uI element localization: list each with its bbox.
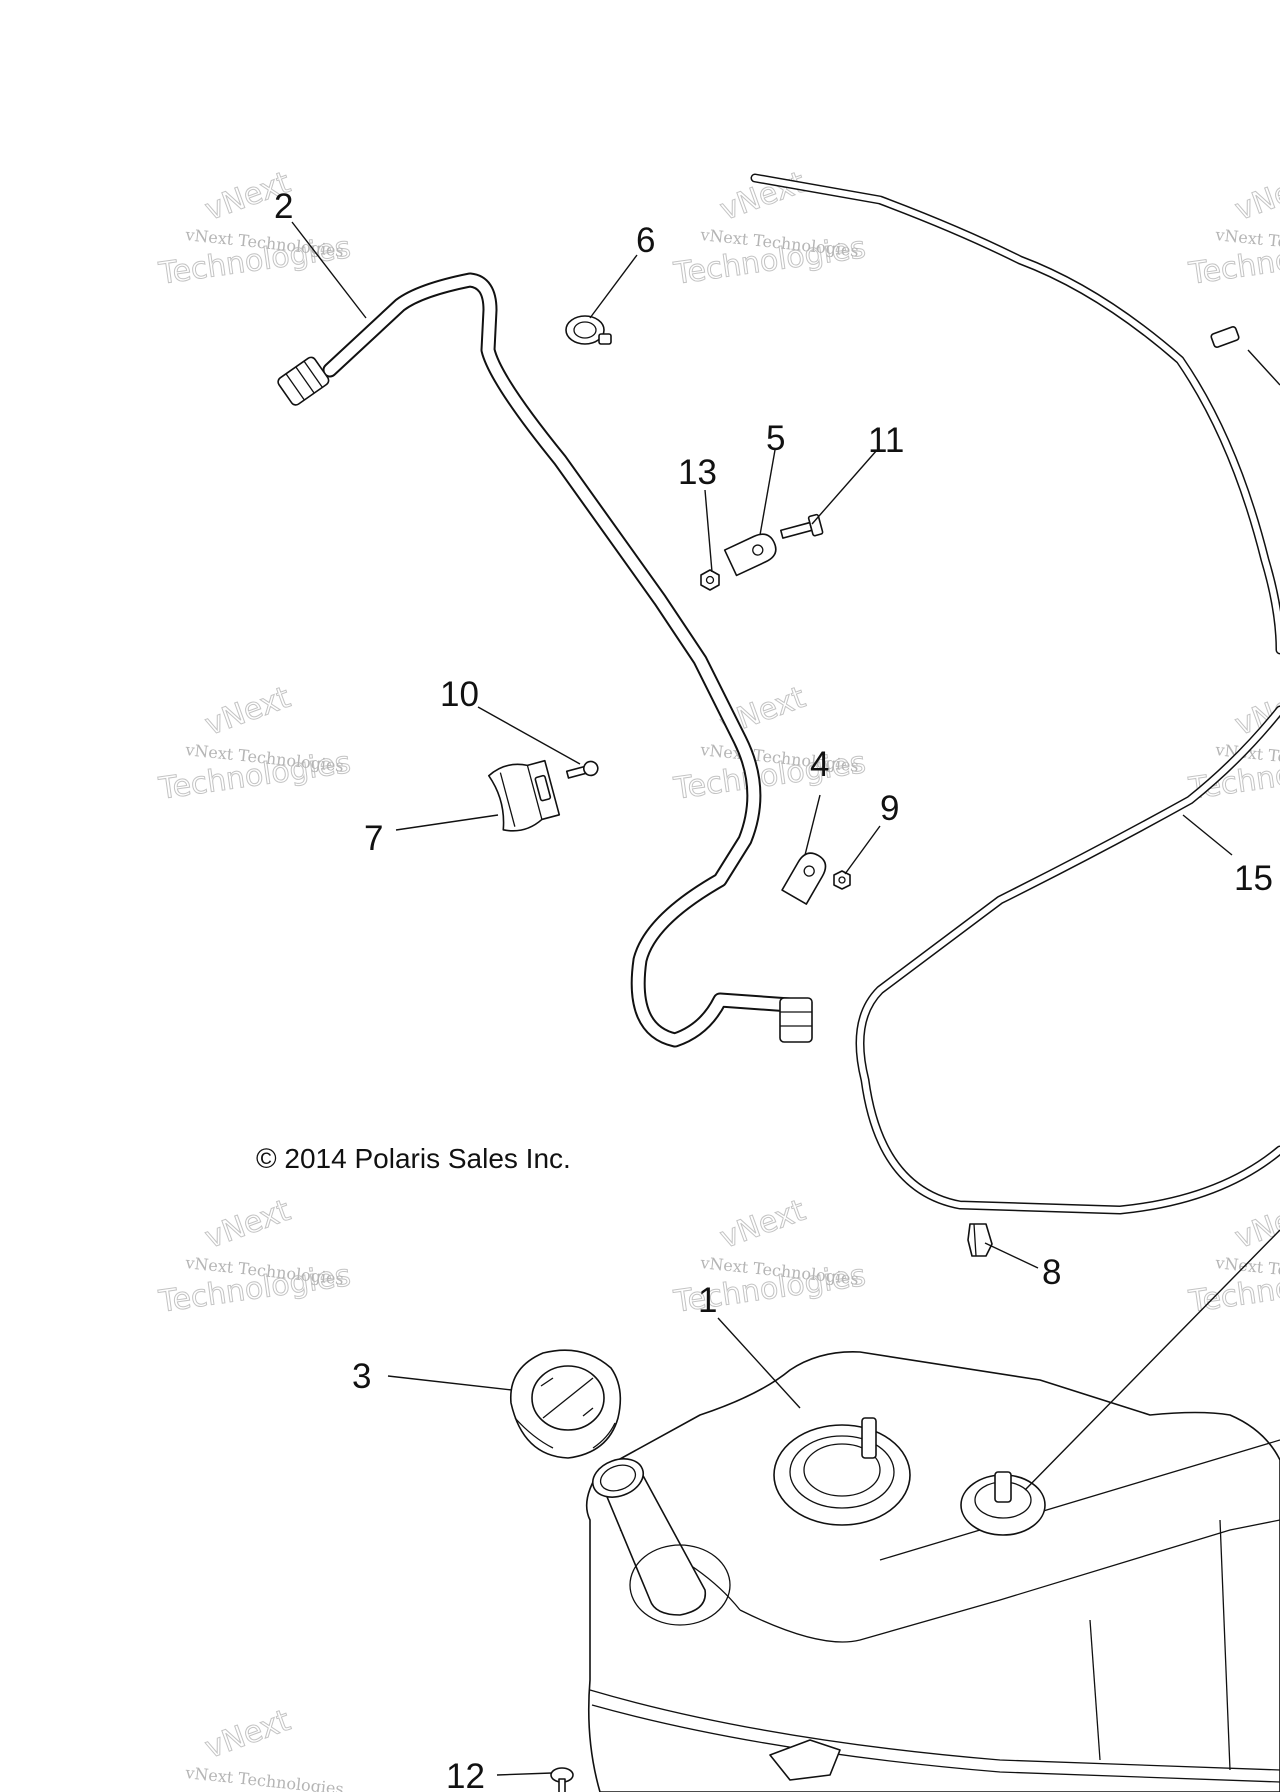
leader-9 [844, 825, 881, 875]
callout-13: 13 [678, 453, 717, 492]
part-13-nut [700, 569, 720, 591]
nut-hex [700, 569, 720, 591]
connector-body [779, 997, 813, 1043]
callout-5: 5 [766, 419, 785, 458]
filler-neck-base [629, 1544, 731, 1626]
tank-body [585, 1351, 1280, 1792]
part-15-vent-hose [750, 173, 1280, 1215]
tank-contour-5 [1219, 1519, 1231, 1771]
watermark: Technologies vNext vNext Technologies [156, 164, 354, 292]
tank-contour-2 [879, 1439, 1280, 1561]
callout-15: 15 [1234, 859, 1273, 898]
leader-5 [759, 449, 776, 536]
watermark-small: vNext [716, 1193, 811, 1256]
leader-15b [1024, 1229, 1280, 1491]
part-11-bolt [779, 513, 824, 539]
part-8-clip [967, 1223, 993, 1257]
fuel-hose-fill [324, 274, 796, 1046]
leader-fitting [1247, 349, 1280, 386]
callouts: 1 2 3 4 5 6 7 8 9 10 11 12 13 15 [274, 187, 1273, 1792]
leader-3 [387, 1375, 513, 1391]
clamp-loop [781, 852, 827, 905]
callout-10: 10 [440, 675, 479, 714]
quick-connector-upper [277, 356, 330, 406]
quick-connector-lower [779, 997, 813, 1043]
callout-8: 8 [1042, 1253, 1061, 1292]
part-2-fuel-hose [277, 272, 813, 1048]
watermark: Technologies vNext vNext Technologies [1186, 164, 1280, 292]
vent-hose-fill [752, 175, 1280, 1213]
watermark: Technologies vNext vNext Technologies [156, 1192, 354, 1320]
leader-15 [1182, 814, 1233, 856]
watermark-small: vNext [201, 1703, 296, 1766]
watermark: vNext vNext Technologies [184, 1702, 345, 1792]
part-1-fuel-tank [585, 1351, 1280, 1792]
part-7-hose-retainer [487, 759, 561, 832]
screw-head [582, 760, 599, 777]
clip-body [967, 1223, 993, 1257]
callout-2: 2 [274, 187, 293, 226]
tank-seam [589, 1689, 1280, 1771]
copyright-notice: © 2014 Polaris Sales Inc. [256, 1143, 571, 1174]
vent-hose-outline [750, 173, 1280, 1215]
bolt-shank [779, 521, 813, 539]
watermark-text: vNext Technologies [184, 1763, 345, 1792]
callout-9: 9 [880, 789, 899, 828]
leader-6 [589, 254, 638, 319]
leader-1 [717, 1317, 801, 1409]
watermark-small: vNext [1231, 165, 1280, 228]
fuel-hose-outline [322, 272, 798, 1048]
clip-ring [565, 315, 605, 345]
callout-7: 7 [364, 819, 383, 858]
connector-body [277, 356, 330, 406]
leader-12 [496, 1772, 553, 1776]
callout-4: 4 [810, 745, 829, 784]
leader-8 [984, 1242, 1039, 1269]
fuel-pump-outlet [861, 1417, 877, 1459]
callout-12: 12 [446, 1757, 485, 1792]
clamp-loop [723, 533, 777, 577]
leader-13 [704, 489, 713, 573]
leader-lines [291, 221, 1280, 1776]
part-3-fuel-cap [510, 1349, 622, 1459]
leader-7 [395, 814, 499, 831]
clip-stem [598, 333, 612, 345]
watermark-small: vNext [201, 680, 296, 743]
leader-11 [811, 449, 878, 525]
bolt-head [807, 513, 824, 537]
watermark-small: vNext [1231, 1193, 1280, 1256]
part-5-hose-clamp [723, 533, 777, 577]
watermark-small: vNext [201, 1193, 296, 1256]
watermark-small: vNext [716, 165, 811, 228]
tank-contour-4 [1089, 1619, 1101, 1761]
vent-hose-fitting [1210, 326, 1240, 348]
vent-fitting-nipple [994, 1471, 1012, 1503]
callout-3: 3 [352, 1357, 371, 1396]
part-6-hose-clip [565, 315, 612, 345]
leader-2 [291, 221, 367, 319]
part-4-hose-clamp [781, 852, 827, 905]
callout-6: 6 [636, 221, 655, 260]
callout-11: 11 [868, 421, 904, 460]
fuel-pump-ring [773, 1424, 911, 1526]
watermark: Technologies vNext vNext Technologies [1186, 1192, 1280, 1320]
filler-neck [599, 1469, 707, 1616]
tank-seam-2 [591, 1704, 1280, 1783]
rivet-stem [558, 1778, 566, 1792]
callout-1: 1 [698, 1281, 717, 1320]
leader-10 [477, 706, 581, 765]
tank-contour [739, 1519, 1280, 1643]
part-10-screw [565, 760, 599, 779]
nut-hex [833, 870, 851, 890]
part-12-push-rivet [550, 1767, 574, 1792]
part-9-nut [833, 870, 851, 890]
tank-bracket [769, 1739, 841, 1781]
leader-4 [804, 794, 821, 856]
watermark: Technologies vNext vNext Technologies [156, 679, 354, 807]
filler-neck-top [592, 1458, 644, 1498]
watermark: Technologies vNext vNext Technologies [671, 679, 869, 807]
retainer-tab [534, 774, 552, 802]
